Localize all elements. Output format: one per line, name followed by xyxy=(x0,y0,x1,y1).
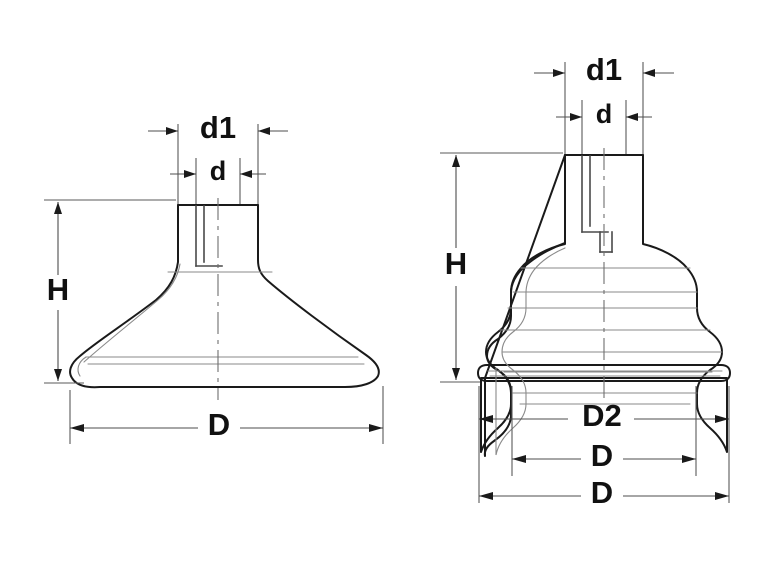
D-left-arrow-left xyxy=(70,424,84,432)
H-left-arrow-top xyxy=(54,202,62,214)
D-left-arrow-right xyxy=(369,424,383,432)
H-left-label: H xyxy=(47,272,69,307)
d1-left-label: d1 xyxy=(200,110,236,145)
bellows-suction-cup-view: d1 d H D2 D xyxy=(440,52,731,510)
flat-suction-cup-view: d1 d H D xyxy=(44,110,384,444)
d-right-arrow-left xyxy=(570,113,582,121)
d1-right-label: d1 xyxy=(586,52,622,87)
D2-right-label: D2 xyxy=(582,398,622,433)
D-bottom-right-arrow-left xyxy=(479,492,493,500)
D-mid-right-label: D xyxy=(591,438,613,473)
D-mid-right-arrow-left xyxy=(512,455,526,463)
D2-right-arrow-right xyxy=(715,415,729,423)
D-mid-right-arrow-right xyxy=(682,455,696,463)
flat-cup-inner-rim-left-arc xyxy=(77,356,87,377)
d-left-arrow-right xyxy=(240,170,252,178)
H-right-arrow-top xyxy=(452,155,460,167)
d-left-arrow-left xyxy=(184,170,196,178)
bellows-cup-silhouette xyxy=(480,154,728,453)
d1-left-arrow-right xyxy=(258,127,270,135)
D-bottom-right-label: D xyxy=(591,475,613,510)
H-left-arrow-bottom xyxy=(54,369,62,381)
D2-right-arrow-left xyxy=(479,415,493,423)
flat-cup-body-outline xyxy=(69,204,380,389)
H-right-arrow-bottom xyxy=(452,368,460,380)
D-bottom-right-arrow-right xyxy=(715,492,729,500)
flat-cup-inner-skirt-curve xyxy=(83,263,181,363)
D-left-label: D xyxy=(208,407,230,442)
d1-right-arrow-right xyxy=(643,69,655,77)
d1-left-arrow-left xyxy=(166,127,178,135)
d-right-label: d xyxy=(596,99,613,129)
d1-right-arrow-left xyxy=(553,69,565,77)
d-left-label: d xyxy=(210,156,227,186)
H-right-label: H xyxy=(445,246,467,281)
bellows-cup-base-plate xyxy=(477,364,731,382)
d-right-arrow-right xyxy=(626,113,638,121)
